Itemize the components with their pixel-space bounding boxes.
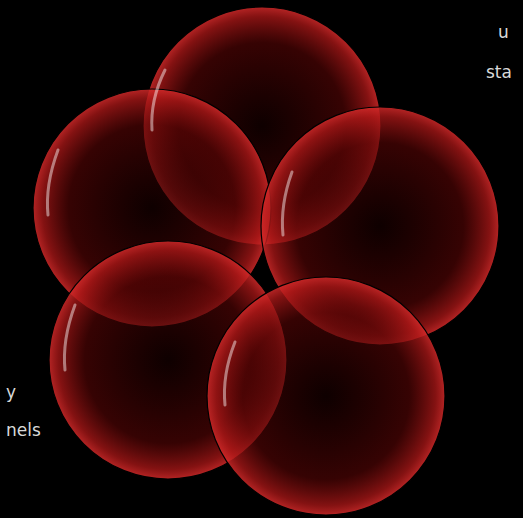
text-fragment: nels [6,420,41,440]
highlight [47,150,58,215]
highlight [64,305,75,370]
text-fragment: u [498,22,509,42]
highlight [224,342,235,405]
circle [207,277,445,515]
highlight [152,70,165,130]
text-fragment: sta [486,62,512,82]
highlight [282,172,292,235]
text-fragment: y [6,382,16,402]
